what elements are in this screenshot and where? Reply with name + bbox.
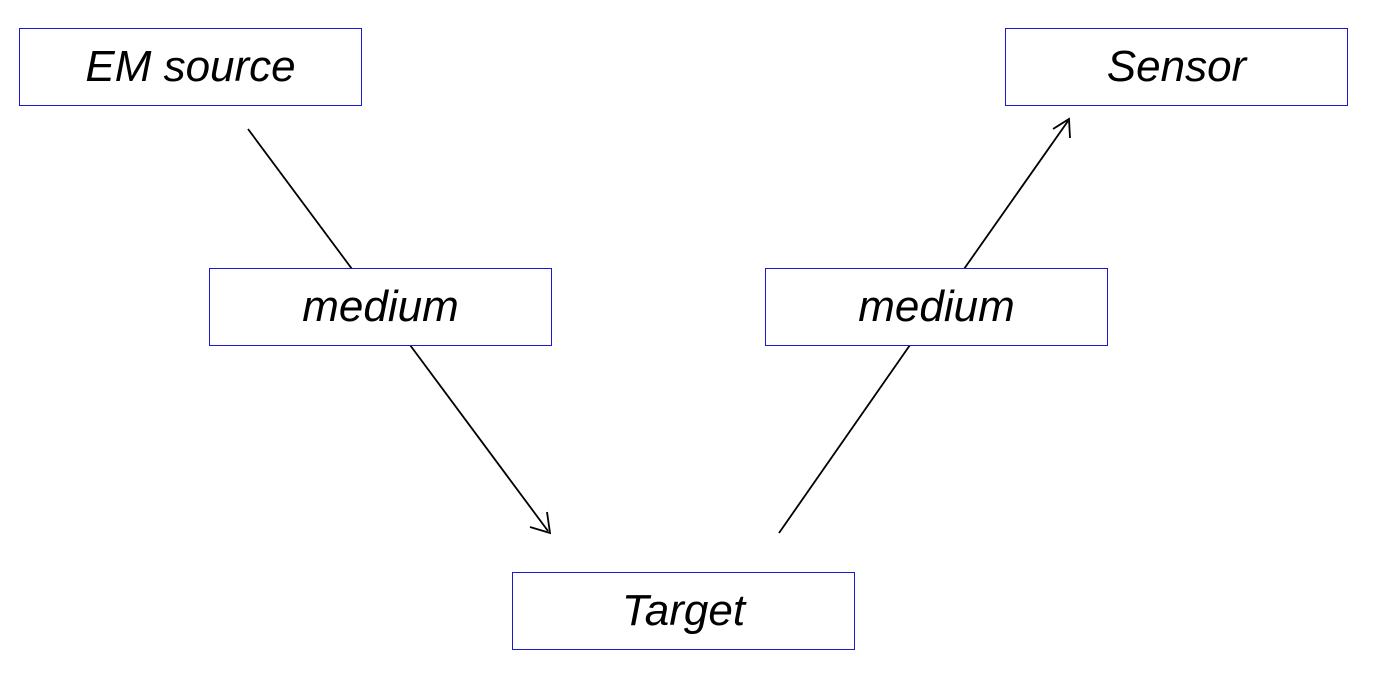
medium-left-box: medium [209, 268, 552, 346]
medium-left-label: medium [302, 282, 459, 331]
target-label: Target [621, 586, 746, 635]
arrowhead-target-icon [529, 511, 552, 535]
connector-medium-to-target [409, 344, 549, 532]
connector-source-to-medium [247, 128, 353, 270]
connector-medium-to-sensor [963, 120, 1069, 270]
sensor-box: Sensor [1005, 28, 1348, 106]
medium-right-box: medium [765, 268, 1108, 346]
em-source-label: EM source [85, 42, 296, 91]
medium-right-label: medium [858, 282, 1015, 331]
arrowhead-sensor-icon [1052, 117, 1071, 139]
em-source-box: EM source [19, 28, 362, 106]
sensor-label: Sensor [1106, 42, 1247, 91]
connector-target-to-medium [778, 344, 911, 534]
target-box: Target [512, 572, 855, 650]
